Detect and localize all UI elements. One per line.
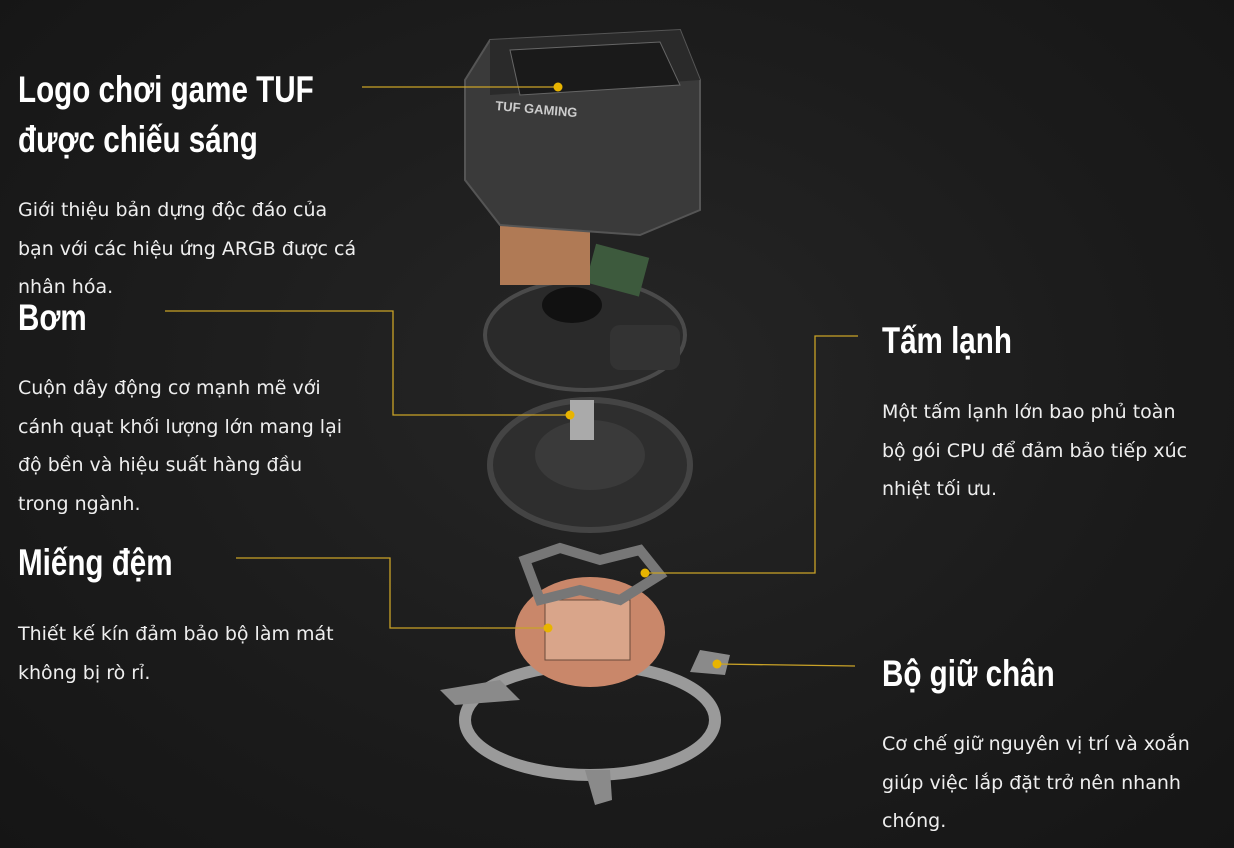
feature-desc-cold-plate: Một tấm lạnh lớn bao phủ toàn bộ gói CPU… <box>882 393 1187 509</box>
feature-title-gasket: Miếng đệm <box>18 542 173 583</box>
product-logo: TUF GAMING <box>495 98 578 120</box>
desc-line: giúp việc lắp đặt trở nên nhanh <box>882 771 1181 794</box>
feature-title-logo-line2: được chiếu sáng <box>18 119 258 160</box>
desc-line: độ bền và hiệu suất hàng đầu <box>18 454 303 476</box>
gasket <box>518 542 668 606</box>
desc-line: không bị rò rỉ. <box>18 661 151 684</box>
desc-line: Một tấm lạnh lớn bao phủ toàn <box>882 401 1176 423</box>
desc-line: nhiệt tối ưu. <box>882 478 998 500</box>
copper-block <box>500 225 590 285</box>
desc-line: Cuộn dây động cơ mạnh mẽ với <box>18 377 321 399</box>
pump-motor-plate <box>483 243 687 392</box>
callout-dots <box>543 82 722 669</box>
feature-desc-logo: Giới thiệu bản dựng độc đáo của bạn với … <box>18 191 356 307</box>
callout-lines <box>165 86 858 667</box>
pump-housing <box>487 397 693 533</box>
feature-title-cold-plate: Tấm lạnh <box>882 320 1012 361</box>
desc-line: nhân hóa. <box>18 276 114 298</box>
desc-line: bộ gói CPU để đảm bảo tiếp xúc <box>882 439 1188 462</box>
desc-line: Cơ chế giữ nguyên vị trí và xoắn <box>882 733 1190 755</box>
desc-line: Giới thiệu bản dựng độc đáo của <box>18 199 328 221</box>
desc-line: chóng. <box>882 810 947 832</box>
pump-cap: TUF GAMING <box>464 28 701 237</box>
desc-line: bạn với các hiệu ứng ARGB được cá <box>18 237 357 260</box>
cold-plate <box>515 577 665 687</box>
feature-title-retention: Bộ giữ chân <box>882 653 1055 694</box>
feature-desc-gasket: Thiết kế kín đảm bảo bộ làm mát không bị… <box>18 615 334 692</box>
feature-desc-retention: Cơ chế giữ nguyên vị trí và xoắn giúp vi… <box>882 725 1190 841</box>
desc-line: trong ngành. <box>18 492 141 515</box>
feature-title-pump: Bơm <box>18 297 87 338</box>
desc-line: cánh quạt khối lượng lớn mang lại <box>18 415 343 438</box>
feature-desc-pump: Cuộn dây động cơ mạnh mẽ với cánh quạt k… <box>18 369 342 523</box>
feature-title-logo: Logo chơi game TUF <box>18 69 314 110</box>
desc-line: Thiết kế kín đảm bảo bộ làm mát <box>18 623 334 645</box>
